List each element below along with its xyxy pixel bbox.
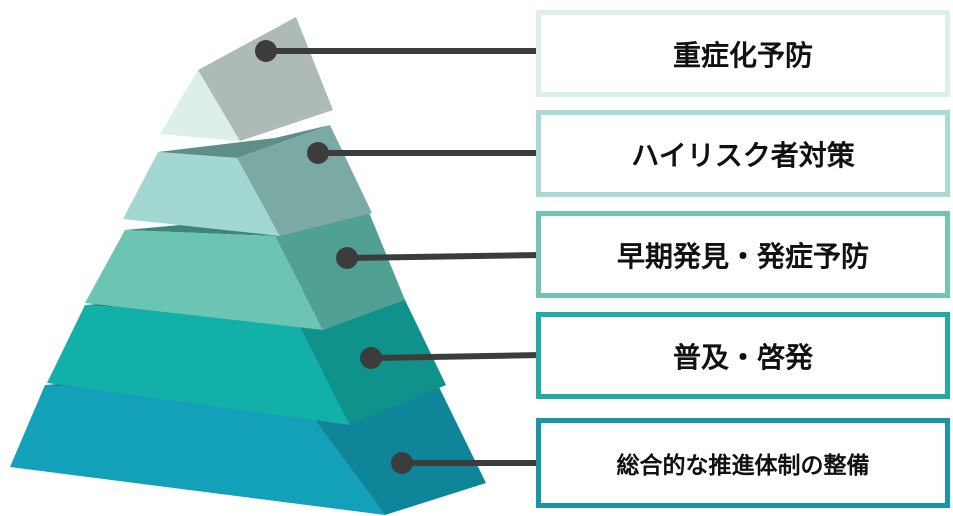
label-text-1: 重症化予防 [672,38,813,72]
label-box-5: 総合的な推進体制の整備 [536,418,950,508]
connector-5 [391,452,542,474]
pyramid-tier-1 [160,17,333,141]
label-text-2: ハイリスク者対策 [631,138,855,172]
tier-4-front-face [47,305,350,425]
label-box-4: 普及・啓発 [536,312,950,399]
connector-3 [336,247,543,269]
label-text-5: 総合的な推進体制の整備 [616,453,870,479]
connector-2 [307,142,542,164]
label-box-1: 重症化予防 [536,10,950,97]
tier-2-top-face [158,125,330,158]
pyramid-tier-2 [123,125,372,236]
tier-2-front-face [123,152,280,236]
label-box-2: ハイリスク者対策 [536,110,950,197]
connector-1 [255,40,542,62]
pyramid-tier-3 [85,210,405,330]
label-box-3: 早期発見・発症予防 [536,211,950,298]
label-text-4: 普及・啓発 [672,340,813,374]
label-text-3: 早期発見・発症予防 [616,239,869,273]
tier-1-front-face [160,70,240,141]
connector-4 [360,347,543,369]
tier-3-side-face [275,210,405,330]
tier-3-front-face [85,230,323,330]
tier-5-front-face [10,385,385,515]
